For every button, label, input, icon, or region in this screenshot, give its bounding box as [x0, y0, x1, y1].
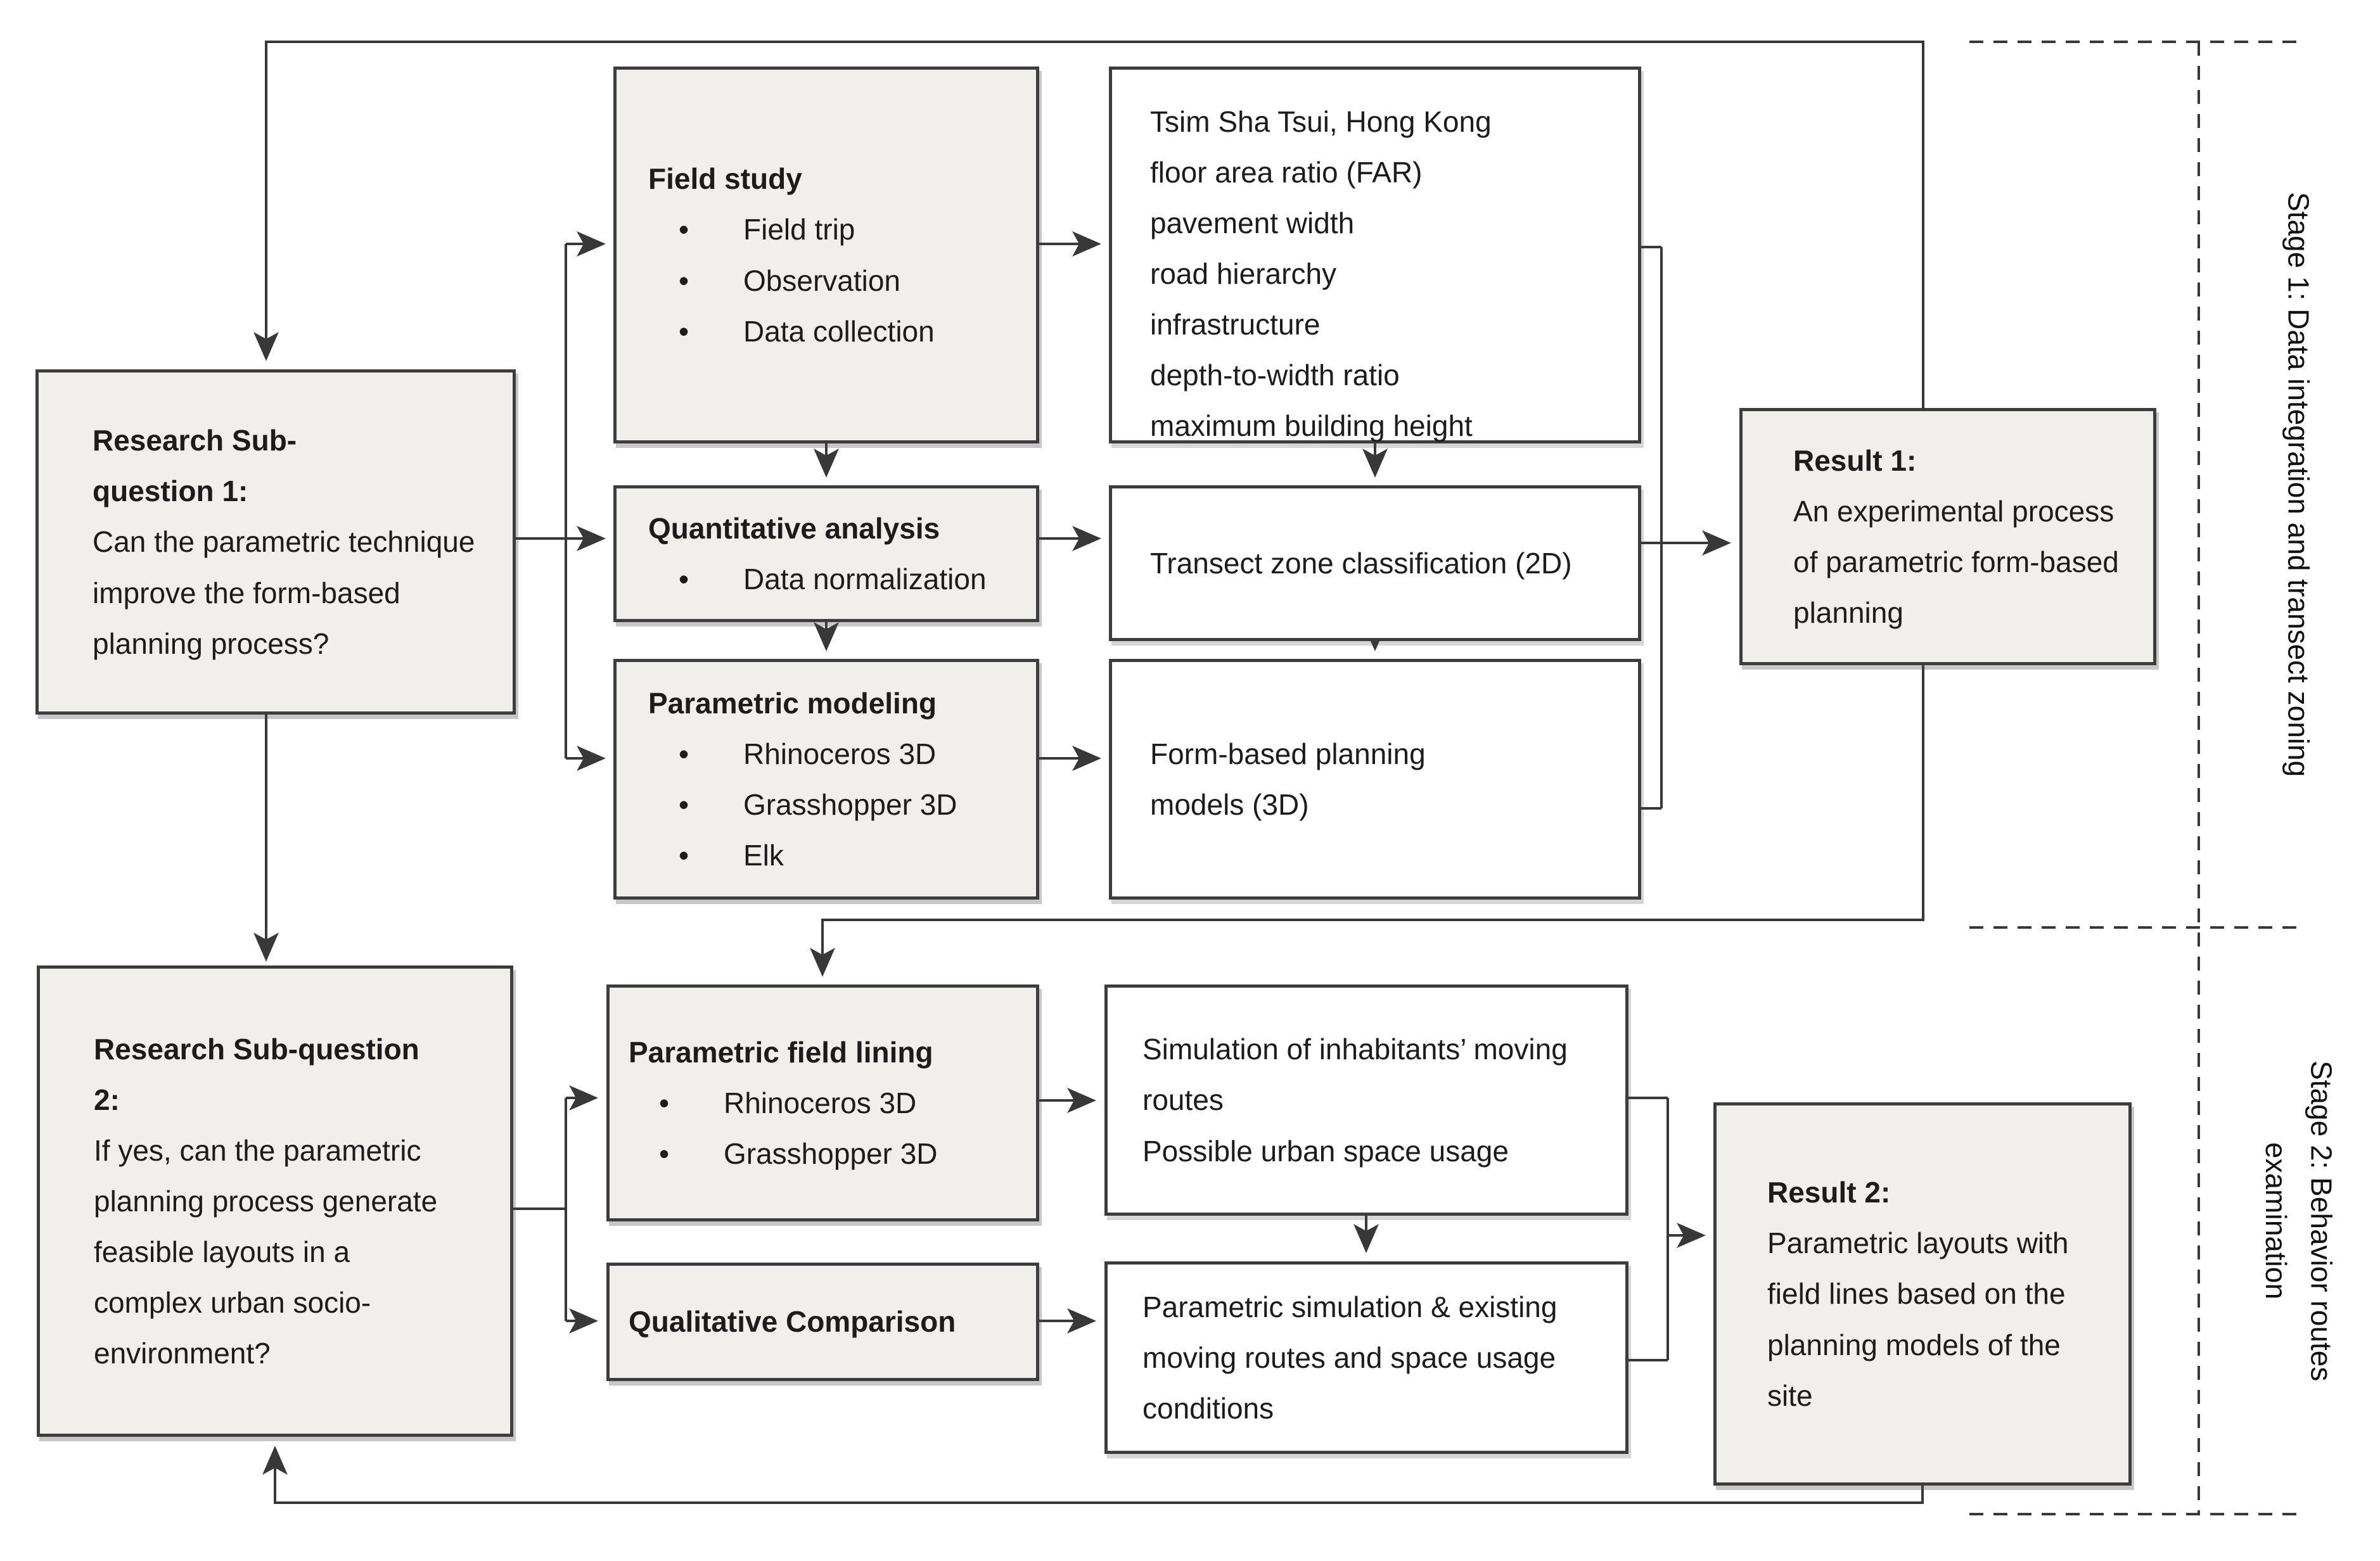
list-item: Rhinoceros 3D: [648, 729, 1011, 779]
result1-title: Result 1:: [1793, 443, 1917, 477]
rsq2-body: If yes, can the parametric planning proc…: [94, 1133, 438, 1370]
site-line: pavement width: [1150, 207, 1355, 240]
stage1-label-text: Stage 1: Data integration and transect z…: [2282, 192, 2315, 777]
box-parametric-field-lining: Parametric field lining Rhinoceros 3D Gr…: [606, 984, 1039, 1221]
bracket-stage1-results: [1641, 246, 1663, 810]
result1-body: An experimental process of parametric fo…: [1793, 494, 2119, 630]
box-site-parameters: Tsim Sha Tsui, Hong Kong floor area rati…: [1109, 67, 1641, 443]
parametric-modeling-bullets: Rhinoceros 3D Grasshopper 3D Elk: [648, 729, 1011, 881]
list-item: Grasshopper 3D: [648, 779, 1011, 830]
list-item: Elk: [648, 830, 1011, 881]
qualitative-title: Qualitative Comparison: [629, 1305, 956, 1339]
box-result-1: Result 1: An experimental process of par…: [1739, 408, 2156, 665]
field-lining-bullets: Rhinoceros 3D Grasshopper 3D: [629, 1078, 1023, 1179]
box-parametric-simulation-comparison: Parametric simulation & existing moving …: [1104, 1261, 1628, 1454]
stage2-label-line1: Stage 2: Behavior routes: [2305, 1060, 2338, 1382]
field-study-bullets: Field trip Observation Data collection: [648, 204, 1011, 356]
field-study-title: Field study: [648, 162, 802, 196]
stage2-label: Stage 2: Behavior routes examination: [2217, 927, 2380, 1514]
form-based-text: Form-based planning models (3D): [1150, 737, 1426, 821]
box-parametric-modeling: Parametric modeling Rhinoceros 3D Grassh…: [613, 659, 1039, 900]
box-quantitative-analysis: Quantitative analysis Data normalization: [613, 485, 1039, 622]
rsq1-title: Research Sub-question 1:: [93, 424, 297, 508]
site-line: road hierarchy: [1150, 257, 1337, 291]
box-simulation-moving-routes: Simulation of inhabitants’ moving routes…: [1104, 984, 1628, 1216]
parametric-modeling-title: Parametric modeling: [648, 686, 937, 720]
box-field-study: Field study Field trip Observation Data …: [613, 67, 1039, 443]
site-line: floor area ratio (FAR): [1150, 156, 1423, 189]
quantitative-title: Quantitative analysis: [648, 511, 940, 545]
list-item: Field trip: [648, 204, 1011, 255]
list-item: Rhinoceros 3D: [629, 1078, 1023, 1128]
field-lining-title: Parametric field lining: [629, 1035, 933, 1069]
box-qualitative-comparison: Qualitative Comparison: [606, 1263, 1039, 1381]
list-item: Data normalization: [648, 554, 1011, 604]
site-line: infrastructure: [1150, 308, 1321, 341]
result2-title: Result 2:: [1767, 1176, 1891, 1209]
param-simulation-text: Parametric simulation & existing moving …: [1142, 1290, 1558, 1425]
rsq1-body: Can the parametric technique improve the…: [93, 525, 475, 660]
site-line: Tsim Sha Tsui, Hong Kong: [1150, 105, 1492, 138]
list-item: Data collection: [648, 306, 1011, 357]
result2-body: Parametric layouts with field lines base…: [1767, 1226, 2069, 1412]
box-transect-zone-classification: Transect zone classification (2D): [1109, 485, 1641, 641]
box-result-2: Result 2: Parametric layouts with field …: [1713, 1102, 2132, 1486]
stage1-label: Stage 1: Data integration and transect z…: [2217, 42, 2380, 927]
box-form-based-planning-models: Form-based planning models (3D): [1109, 659, 1641, 900]
arrow-result1-to-rsq1: [253, 41, 1924, 408]
transect-text: Transect zone classification (2D): [1150, 546, 1572, 580]
site-line: maximum building height: [1150, 409, 1473, 443]
bracket-rsq2-outputs: [513, 1098, 567, 1321]
arrow-result1-to-fieldlining: [810, 665, 1924, 977]
rsq2-title: Research Sub-question 2:: [94, 1032, 419, 1116]
list-item: Grasshopper 3D: [629, 1128, 1023, 1179]
stage2-label-line2: examination: [2260, 1142, 2293, 1300]
site-line: depth-to-width ratio: [1150, 359, 1400, 392]
bracket-stage2-results: [1628, 1097, 1669, 1361]
arrow-result2-to-rsq2: [262, 1446, 1924, 1504]
box-research-subquestion-1: Research Sub-question 1: Can the paramet…: [35, 369, 516, 715]
simulation-line: Possible urban space usage: [1142, 1134, 1509, 1168]
simulation-line: Simulation of inhabitants’ moving routes: [1142, 1033, 1568, 1117]
quantitative-bullets: Data normalization: [648, 554, 1011, 604]
box-research-subquestion-2: Research Sub-question 2: If yes, can the…: [37, 965, 513, 1437]
list-item: Observation: [648, 255, 1011, 306]
